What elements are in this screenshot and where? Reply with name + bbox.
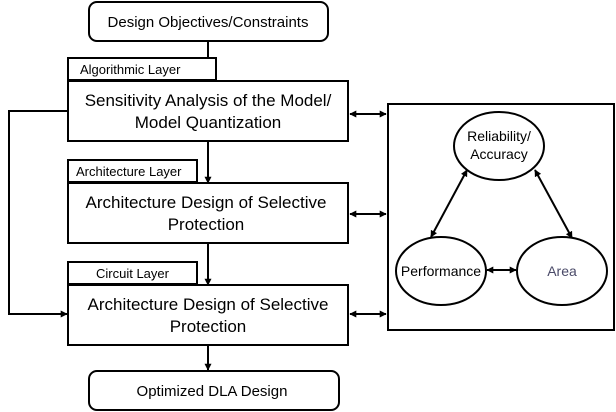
algorithmic-layer-line-2: Model Quantization [135, 113, 281, 132]
circuit-layer-line-1: Architecture Design of Selective [88, 295, 329, 314]
architecture-layer-box [67, 182, 349, 244]
reliability-accuracy-node [453, 111, 545, 181]
arrow-reliability-area [534, 169, 573, 239]
architecture-layer-line-2: Protection [168, 215, 245, 234]
algorithmic-layer-line-1: Sensitivity Analysis of the Model/ [85, 91, 332, 110]
area-label: Area [547, 263, 577, 279]
algorithmic-layer-tab-label: Algorithmic Layer [80, 62, 181, 77]
arrow-reliability-performance [430, 169, 468, 238]
performance-label: Performance [401, 263, 481, 279]
feedback-arrow-algorithmic-to-circuit [8, 110, 68, 318]
circuit-layer-box [67, 284, 349, 346]
architecture-layer-tab-label: Architecture Layer [76, 164, 182, 179]
reliability-label-line-2: Accuracy [470, 146, 528, 162]
optimized-dla-label: Optimized DLA Design [137, 383, 288, 400]
circuit-layer-tab-label: Circuit Layer [96, 266, 170, 281]
algorithmic-layer-box [67, 80, 349, 142]
design-objectives-label: Design Objectives/Constraints [108, 14, 309, 31]
circuit-layer-line-2: Protection [170, 317, 247, 336]
optimized-dla-box [88, 370, 340, 411]
reliability-label-line-1: Reliability/ [467, 128, 531, 144]
architecture-layer-line-1: Architecture Design of Selective [86, 193, 327, 212]
